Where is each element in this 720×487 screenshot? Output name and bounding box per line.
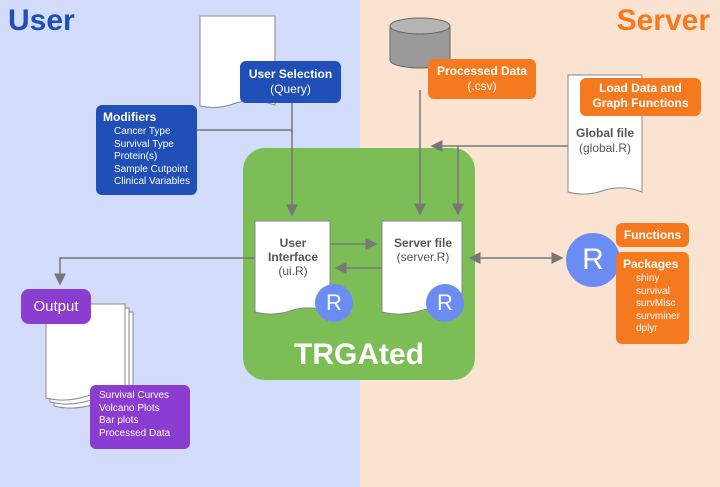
user-selection-title: User Selection — [248, 67, 333, 81]
user-selection-box: User Selection (Query) — [240, 61, 341, 103]
ui-to-output-arrow — [54, 257, 255, 286]
modifiers-list: Cancer Type Survival Type Protein(s) Sam… — [103, 126, 197, 189]
global-file-name: (global.R) — [578, 141, 632, 155]
processed-data-subtitle: (.csv) — [467, 79, 497, 93]
ui-file-title-2: Interface — [267, 250, 319, 264]
packages-box: Packages shiny survival survMisc survmin… — [616, 252, 689, 344]
database-cylinder-top — [389, 17, 451, 35]
app-title: TRGAted — [294, 338, 424, 371]
modifier-item: Survival Type — [114, 138, 174, 150]
packages-list: shiny survival survMisc survminer dplyr — [623, 273, 689, 336]
output-item: Processed Data — [99, 427, 171, 439]
output-title: Output — [33, 298, 79, 315]
modifiers-to-ui-arrow — [197, 129, 298, 217]
server-file-title: Server file — [393, 236, 453, 250]
modifier-item: Clinical Variables — [114, 176, 190, 187]
modifier-item: Protein(s) — [114, 151, 158, 162]
output-box: Output — [21, 289, 91, 324]
package-item: dplyr — [636, 323, 658, 334]
packages-title: Packages — [623, 257, 679, 271]
modifiers-box: Modifiers Cancer Type Survival Type Prot… — [96, 105, 197, 195]
output-item: Volcano Plots — [99, 402, 160, 414]
output-item: Bar plots — [99, 415, 139, 426]
functions-box: Functions — [616, 223, 689, 247]
server-heading: Server — [616, 4, 710, 37]
package-item: survMisc — [636, 298, 676, 309]
ui-file-title-1: User — [279, 236, 307, 250]
package-item: survival — [636, 285, 670, 297]
output-item: Survival Curves — [99, 390, 170, 401]
r-logo-packages: R — [566, 233, 620, 287]
functions-title: Functions — [623, 228, 682, 242]
ui-file-name: (ui.R) — [278, 264, 308, 278]
modifier-item: Cancer Type — [114, 126, 171, 137]
load-data-line-2: Graph Functions — [592, 96, 689, 110]
output-list-box: Survival Curves Volcano Plots Bar plots … — [90, 385, 190, 449]
modifiers-title: Modifiers — [103, 110, 157, 124]
server-file-name: (server.R) — [396, 250, 450, 264]
server-file-label: Server file (server.R) — [383, 236, 463, 264]
global-file-title: Global file — [575, 126, 634, 140]
processed-data-box: Processed Data (.csv) — [428, 59, 536, 99]
r-logo-ui: R — [315, 284, 353, 322]
package-item: survminer — [636, 310, 680, 322]
load-data-line-1: Load Data and — [599, 81, 682, 95]
global-file-label: Global file (global.R) — [568, 126, 642, 156]
ui-file-label: User Interface (ui.R) — [257, 236, 329, 278]
package-item: shiny — [636, 273, 660, 284]
user-selection-subtitle: (Query) — [270, 82, 311, 96]
output-list: Survival Curves Volcano Plots Bar plots … — [99, 390, 190, 440]
processed-data-title: Processed Data — [436, 64, 528, 78]
user-heading: User — [8, 4, 75, 37]
load-data-box: Load Data and Graph Functions — [580, 78, 701, 116]
r-logo-server: R — [426, 284, 464, 322]
modifier-item: Sample Cutpoint — [114, 163, 188, 175]
